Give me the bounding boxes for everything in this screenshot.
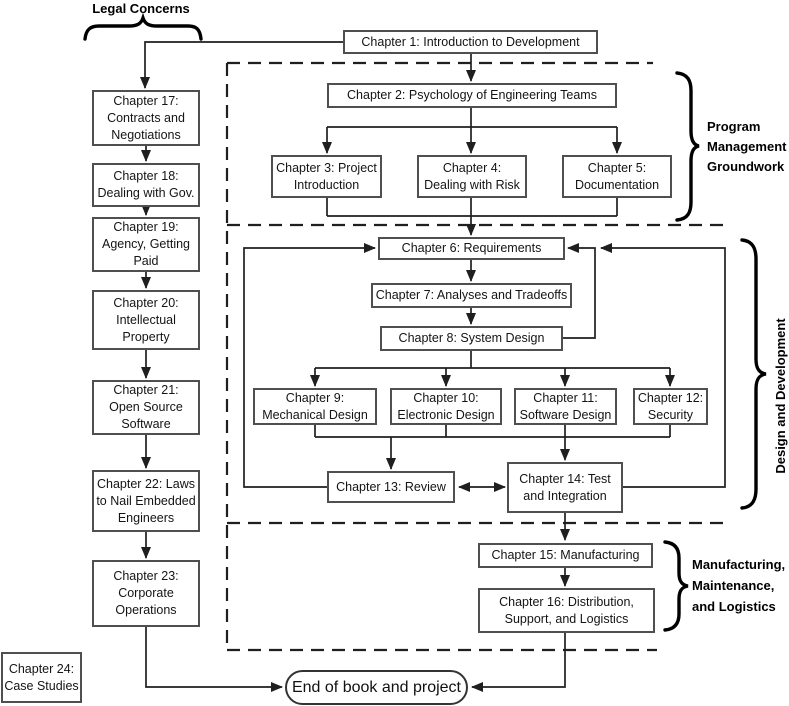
node-chapter-21: Chapter 21: Open Source Software	[92, 380, 200, 435]
node-chapter-3: Chapter 3: Project Introduction	[271, 155, 382, 198]
feedback-ch13-to-ch6	[243, 243, 376, 488]
node-chapter-24: Chapter 24: Case Studies	[1, 652, 82, 703]
label-program-management-groundwork: Program Management Groundwork	[707, 119, 787, 174]
node-chapter-15: Chapter 15: Manufacturing	[478, 543, 653, 568]
dashed-section-borders	[225, 61, 729, 652]
node-chapter-1: Chapter 1: Introduction to Development	[343, 30, 598, 54]
feedback-ch14-to-ch6	[600, 243, 726, 488]
node-chapter-10: Chapter 10: Electronic Design	[390, 388, 502, 425]
brace-legal-concerns	[83, 12, 203, 41]
feedback-ch8-to-ch6	[563, 243, 596, 339]
node-chapter-20: Chapter 20: Intellectual Property	[92, 290, 200, 350]
node-chapter-5: Chapter 5: Documentation	[562, 155, 672, 198]
node-chapter-6: Chapter 6: Requirements	[378, 237, 565, 260]
label-design-and-development: Design and Development	[773, 318, 788, 474]
node-chapter-11: Chapter 11: Software Design	[514, 388, 617, 425]
node-chapter-7: Chapter 7: Analyses and Tradeoffs	[371, 283, 572, 308]
label-manufacturing-maintenance-logistics: Manufacturing, Maintenance, and Logistic…	[692, 557, 786, 614]
arrow-ch1-to-ch17	[140, 41, 343, 89]
node-chapter-12: Chapter 12: Security	[633, 388, 708, 425]
node-chapter-2: Chapter 2: Psychology of Engineering Tea…	[327, 83, 617, 108]
node-chapter-19: Chapter 19: Agency, Getting Paid	[92, 217, 200, 272]
node-end-of-book: End of book and project	[285, 670, 468, 705]
node-chapter-16: Chapter 16: Distribution, Support, and L…	[478, 588, 655, 633]
node-chapter-17: Chapter 17: Contracts and Negotiations	[92, 90, 200, 146]
node-chapter-14: Chapter 14: Test and Integration	[507, 462, 623, 513]
node-chapter-8: Chapter 8: System Design	[380, 326, 563, 351]
arrow-ch23-to-end	[145, 627, 283, 692]
node-chapter-4: Chapter 4: Dealing with Risk	[417, 155, 527, 198]
node-chapter-22: Chapter 22: Laws to Nail Embedded Engine…	[92, 470, 200, 532]
group-braces	[83, 12, 767, 632]
node-chapter-18: Chapter 18: Dealing with Gov.	[92, 163, 200, 207]
node-chapter-13: Chapter 13: Review	[327, 471, 455, 503]
arrow-ch16-to-end	[471, 633, 566, 692]
node-chapter-9: Chapter 9: Mechanical Design	[253, 388, 377, 425]
brace-design-development	[740, 238, 767, 510]
connectors	[140, 41, 726, 692]
node-chapter-23: Chapter 23: Corporate Operations	[92, 560, 200, 627]
brace-program-management	[675, 71, 700, 222]
label-legal-concerns: Legal Concerns	[92, 1, 190, 16]
brace-manufacturing	[663, 540, 689, 632]
